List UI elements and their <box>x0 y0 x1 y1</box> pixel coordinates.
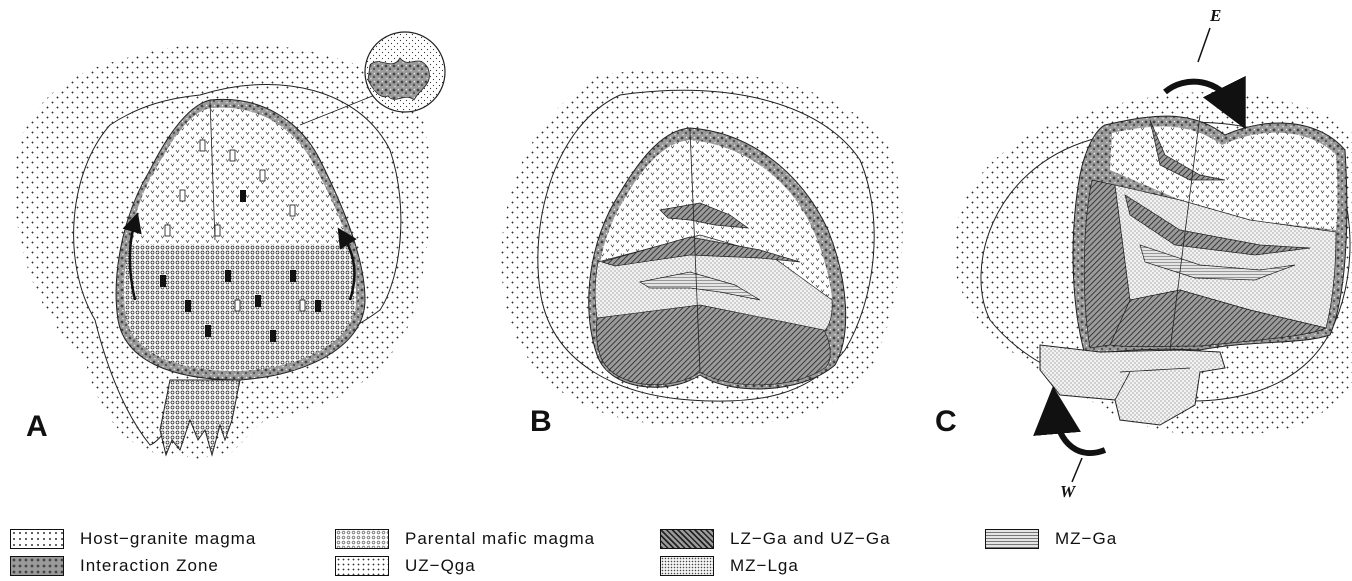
west-leader <box>1072 458 1082 482</box>
legend-item-parental-mafic: Parental mafic magma <box>335 528 595 550</box>
legend-label: MZ−Lga <box>730 556 799 576</box>
panel-label-c: C <box>935 405 957 439</box>
panel-b <box>501 70 902 426</box>
east-label: E <box>1210 6 1221 26</box>
host-granite-swatch <box>10 529 64 549</box>
panel-label-a: A <box>26 410 48 444</box>
legend: Host−granite magma Parental mafic magma … <box>0 524 1352 581</box>
uz-qga-swatch <box>335 556 389 576</box>
parental-mafic-swatch <box>335 529 389 549</box>
legend-label: MZ−Ga <box>1055 529 1117 549</box>
legend-label: Interaction Zone <box>80 556 219 576</box>
west-label: W <box>1060 482 1075 502</box>
legend-item-mz-ga: MZ−Ga <box>985 528 1117 550</box>
mz-ga-swatch <box>985 529 1039 549</box>
interaction-zone-swatch <box>10 556 64 576</box>
panel-c <box>954 28 1352 482</box>
legend-item-interaction-zone: Interaction Zone <box>10 555 219 577</box>
legend-item-lz-uz-ga: LZ−Ga and UZ−Ga <box>660 528 891 550</box>
east-leader <box>1198 28 1210 62</box>
legend-item-mz-lga: MZ−Lga <box>660 555 799 577</box>
rotation-arrow-west <box>1055 410 1105 453</box>
mz-lga-swatch <box>660 556 714 576</box>
legend-item-uz-qga: UZ−Qga <box>335 555 476 577</box>
legend-label: Parental mafic magma <box>405 529 595 549</box>
panel-label-b: B <box>530 405 552 439</box>
legend-item-host-granite: Host−granite magma <box>10 528 256 550</box>
lz-uz-ga-swatch <box>660 529 714 549</box>
legend-label: LZ−Ga and UZ−Ga <box>730 529 891 549</box>
legend-label: UZ−Qga <box>405 556 476 576</box>
legend-label: Host−granite magma <box>80 529 256 549</box>
panel-a <box>15 32 445 459</box>
